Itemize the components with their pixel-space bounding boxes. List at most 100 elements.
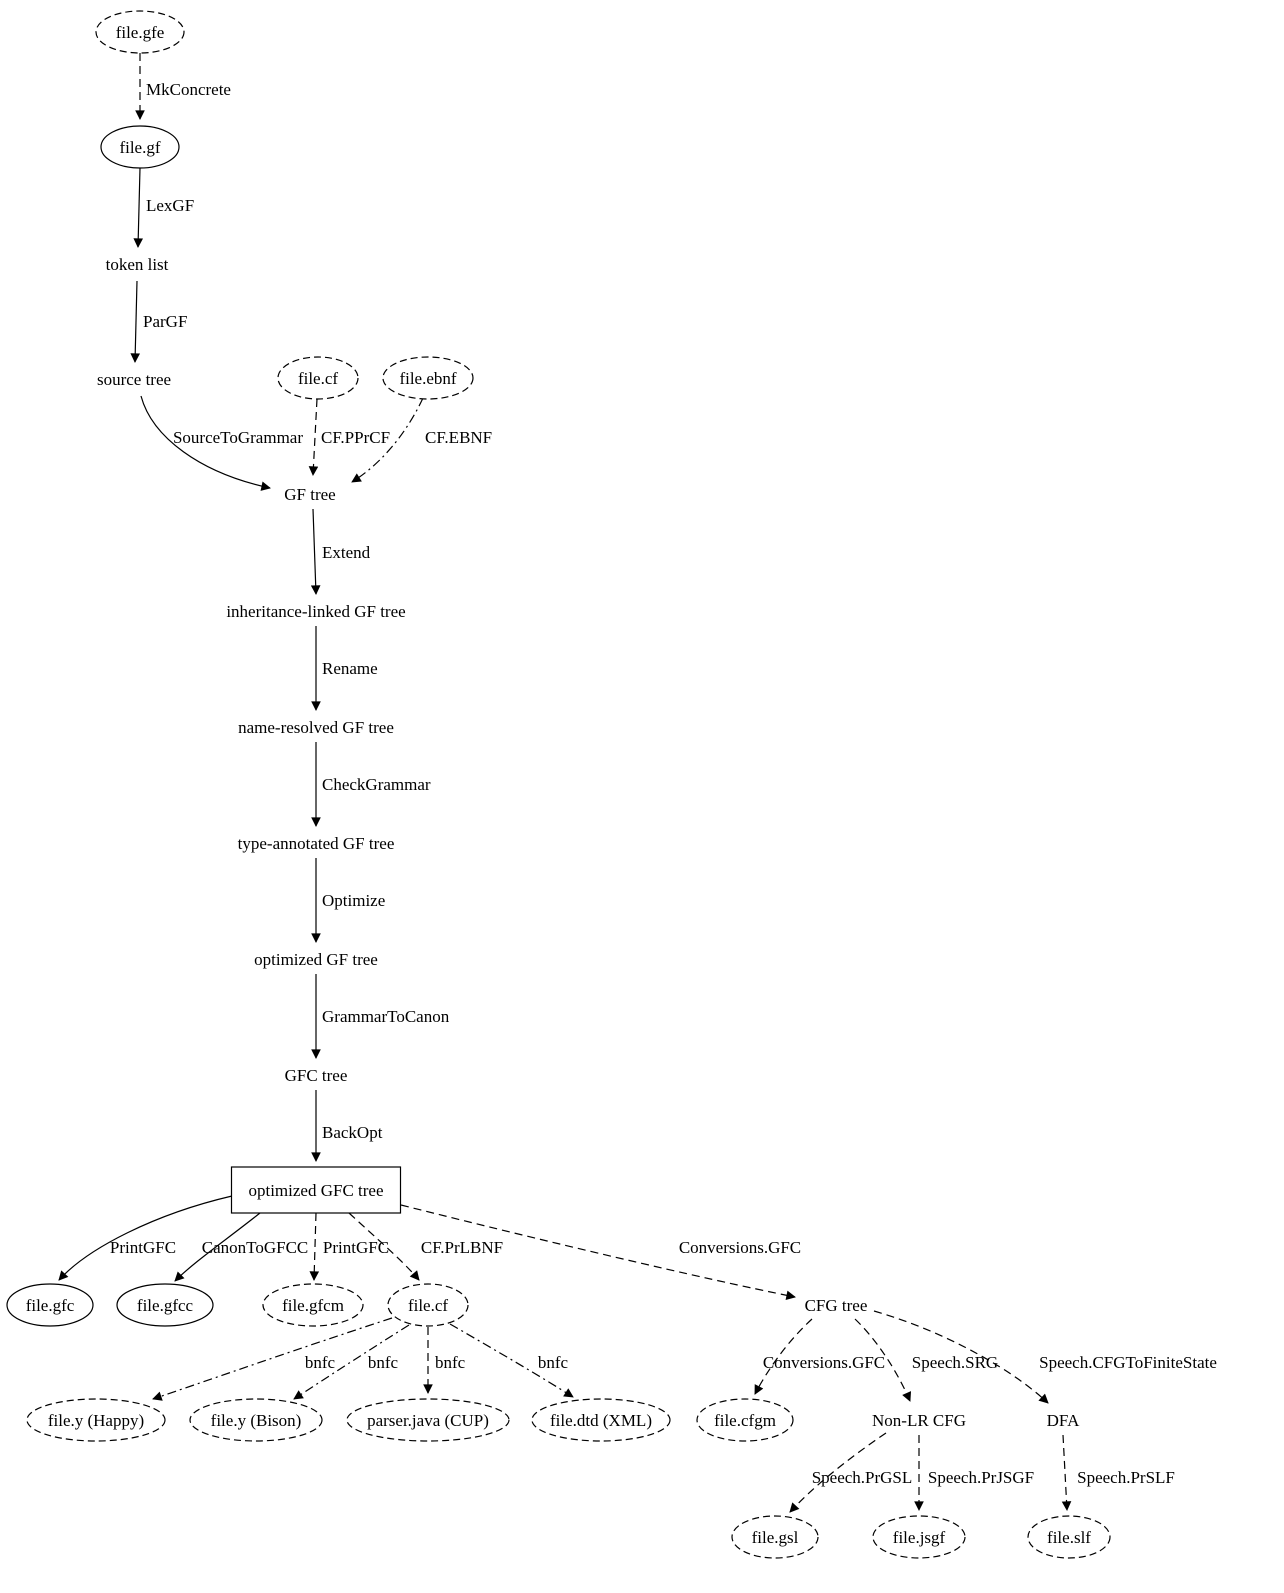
node-file_cf_in: file.cf [277,356,359,400]
edge-opt_gfc_tree-to-file_gfcc [174,1212,261,1282]
edge-file_cf_in-to-gf_tree [308,398,319,476]
node-label-file_jsgf: file.jsgf [893,1528,946,1547]
node-shape-file_jsgf [872,1515,966,1559]
node-name_gf_tree: name-resolved GF tree [238,718,394,737]
node-label-inh_gf_tree: inheritance-linked GF tree [226,602,405,621]
node-label-non_lr_cfg: Non-LR CFG [872,1411,966,1430]
node-shape-opt_gfc_tree [230,1166,402,1214]
edge-label-name_gf_tree-to-type_gf_tree: CheckGrammar [322,775,431,794]
node-shape-parser_java [346,1398,510,1442]
edge-source_tree-to-gf_tree [140,395,271,491]
edge-label-file_gf-to-token_list: LexGF [146,196,194,215]
node-file_gfcc: file.gfcc [116,1283,214,1327]
node-shape-file_y_bison [189,1398,323,1442]
node-file_dtd: file.dtd (XML) [531,1398,671,1442]
edge-cfg_tree-to-dfa [873,1310,1049,1404]
node-shape-file_cf_out [387,1283,469,1327]
node-shape-file_dtd [531,1398,671,1442]
node-file_y_bison: file.y (Bison) [189,1398,323,1442]
node-file_cfgm: file.cfgm [696,1398,794,1442]
node-label-source_tree: source tree [97,370,171,389]
node-label-file_gfc: file.gfc [26,1296,75,1315]
node-opt_gfc_tree: optimized GFC tree [230,1166,402,1214]
node-label-file_gf: file.gf [119,138,160,157]
node-shape-file_y_happy [26,1398,166,1442]
edge-label-file_gfe-to-file_gf: MkConcrete [146,80,231,99]
edge-label-non_lr_cfg-to-file_jsgf: Speech.PrJSGF [928,1468,1034,1487]
edge-label-non_lr_cfg-to-file_gsl: Speech.PrGSL [812,1468,913,1487]
edge-opt_gfc_tree-to-file_gfc [58,1195,233,1281]
node-label-file_cfgm: file.cfgm [714,1411,776,1430]
node-label-file_dtd: file.dtd (XML) [550,1411,652,1430]
node-shape-file_gfc [6,1283,94,1327]
edge-non_lr_cfg-to-file_gsl [789,1432,887,1513]
node-label-type_gf_tree: type-annotated GF tree [238,834,395,853]
edge-label-file_cf_out-to-parser_java: bnfc [435,1353,466,1372]
edge-label-file_cf_out-to-file_y_bison: bnfc [368,1353,399,1372]
node-label-file_cf_out: file.cf [408,1296,448,1315]
edge-token_list-to-source_tree [130,280,141,363]
node-opt_gf_tree: optimized GF tree [254,950,378,969]
edge-label-dfa-to-file_slf: Speech.PrSLF [1077,1468,1175,1487]
edge-label-file_cf_out-to-file_dtd: bnfc [538,1353,569,1372]
edge-label-file_cf_out-to-file_y_happy: bnfc [305,1353,336,1372]
node-label-file_gfe: file.gfe [116,23,165,42]
edge-label-type_gf_tree-to-opt_gf_tree: Optimize [322,891,385,910]
node-shape-file_ebnf [382,356,474,400]
edge-opt_gfc_tree-to-file_gfcm [309,1212,320,1281]
node-non_lr_cfg: Non-LR CFG [872,1411,966,1430]
edge-label-gf_tree-to-inh_gf_tree: Extend [322,543,371,562]
node-gf_tree: GF tree [284,485,335,504]
edge-dfa-to-file_slf [1061,1434,1072,1511]
node-label-token_list: token list [106,255,169,274]
node-label-file_slf: file.slf [1047,1528,1091,1547]
node-label-name_gf_tree: name-resolved GF tree [238,718,394,737]
edge-label-inh_gf_tree-to-name_gf_tree: Rename [322,659,378,678]
node-label-gf_tree: GF tree [284,485,335,504]
node-cfg_tree: CFG tree [805,1296,868,1315]
node-label-file_y_happy: file.y (Happy) [48,1411,144,1430]
node-label-file_cf_in: file.cf [298,369,338,388]
edge-file_cf_out-to-file_dtd [449,1323,574,1398]
edge-label-opt_gfc_tree-to-file_cf_out: CF.PrLBNF [421,1238,503,1257]
node-label-cfg_tree: CFG tree [805,1296,868,1315]
edge-label-cfg_tree-to-dfa: Speech.CFGToFiniteState [1039,1353,1217,1372]
node-shape-file_cf_in [277,356,359,400]
edge-gf_tree-to-inh_gf_tree [310,508,321,595]
node-source_tree: source tree [97,370,171,389]
node-shape-file_gfcm [262,1283,364,1327]
node-file_gfe: file.gfe [95,10,185,54]
node-shape-file_gfcc [116,1283,214,1327]
edge-opt_gfc_tree-to-file_cf_out [348,1212,420,1281]
node-gfc_tree: GFC tree [285,1066,348,1085]
node-inh_gf_tree: inheritance-linked GF tree [226,602,405,621]
edge-file_gf-to-token_list [133,167,144,248]
node-label-gfc_tree: GFC tree [285,1066,348,1085]
edge-label-opt_gf_tree-to-gfc_tree: GrammarToCanon [322,1007,450,1026]
node-label-file_gfcc: file.gfcc [137,1296,194,1315]
edge-label-gfc_tree-to-opt_gfc_tree: BackOpt [322,1123,383,1142]
node-label-file_gfcm: file.gfcm [282,1296,344,1315]
node-file_jsgf: file.jsgf [872,1515,966,1559]
edge-label-cfg_tree-to-non_lr_cfg: Speech.SRG [912,1353,998,1372]
node-parser_java: parser.java (CUP) [346,1398,510,1442]
edge-label-opt_gfc_tree-to-file_gfcm: PrintGFC [323,1238,389,1257]
edge-opt_gfc_tree-to-cfg_tree [400,1204,796,1301]
edge-label-opt_gfc_tree-to-file_gfc: PrintGFC [110,1238,176,1257]
edge-label-source_tree-to-gf_tree: SourceToGrammar [173,428,303,447]
edge-label-file_ebnf-to-gf_tree: CF.EBNF [425,428,492,447]
edge-file_ebnf-to-gf_tree [351,397,424,483]
node-label-opt_gf_tree: optimized GF tree [254,950,378,969]
node-label-dfa: DFA [1047,1411,1080,1430]
edge-label-cfg_tree-to-file_cfgm: Conversions.GFC [763,1353,885,1372]
edge-label-token_list-to-source_tree: ParGF [143,312,187,331]
nodes-layer: file.gfe file.gf token list source tree file… [6,10,1111,1559]
node-file_y_happy: file.y (Happy) [26,1398,166,1442]
node-file_gfc: file.gfc [6,1283,94,1327]
edge-label-opt_gfc_tree-to-file_gfcc: CanonToGFCC [202,1238,309,1257]
node-shape-file_gf [100,125,180,169]
edge-cfg_tree-to-file_cfgm [754,1318,813,1395]
node-type_gf_tree: type-annotated GF tree [238,834,395,853]
